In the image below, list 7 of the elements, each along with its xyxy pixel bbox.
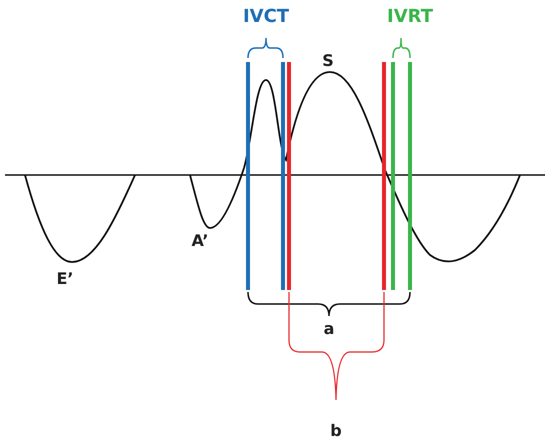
interval-label: a	[324, 320, 334, 338]
interval-label: IVRT	[387, 8, 433, 26]
interval-label: b	[330, 422, 342, 440]
interval-label: IVCT	[242, 8, 290, 26]
wave-label: A’	[192, 232, 208, 250]
wave-label: S	[322, 52, 334, 70]
wave-label: E’	[56, 270, 74, 288]
